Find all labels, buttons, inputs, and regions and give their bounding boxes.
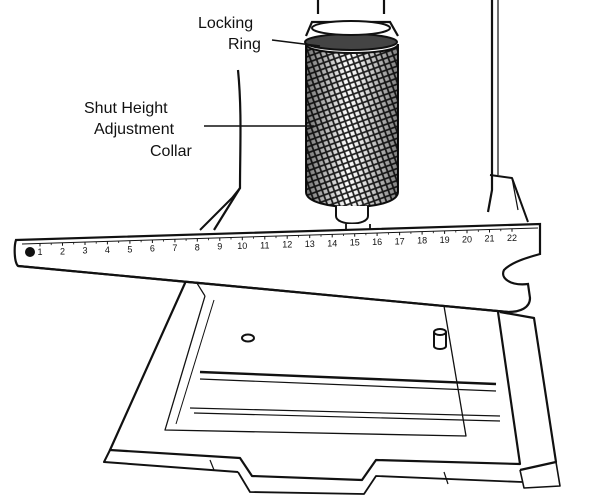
- press-frame: [213, 0, 499, 231]
- ruler-number: 16: [372, 237, 382, 247]
- label-line: Locking: [198, 15, 253, 32]
- label-line: Ring: [228, 36, 261, 53]
- ruler-number: 20: [462, 234, 472, 244]
- ruler-number: 22: [507, 233, 517, 243]
- adjustment-collar: [305, 43, 399, 251]
- leader-lines: [204, 39, 321, 127]
- base-plate: [103, 174, 561, 495]
- ruler-number: 13: [305, 239, 315, 249]
- ruler-number: 10: [237, 241, 247, 251]
- ruler-number: 5: [127, 244, 132, 254]
- label-locking-ring: Locking Ring: [198, 15, 261, 53]
- ruler-number: 18: [417, 236, 427, 246]
- label-line: Shut Height: [84, 100, 168, 117]
- ruler-number: 19: [440, 235, 450, 245]
- ruler-number: 3: [82, 246, 87, 256]
- locking-ring: [304, 20, 399, 51]
- shut-height-gauge: [13, 222, 542, 314]
- ruler-number: 9: [217, 242, 222, 252]
- ruler-number: 14: [327, 238, 337, 248]
- ruler-number: 12: [282, 240, 292, 250]
- label-line: Adjustment: [94, 121, 175, 138]
- ruler-number: 21: [484, 234, 494, 244]
- ruler-number: 15: [350, 238, 360, 248]
- ruler-ticks: [39, 228, 513, 247]
- label-line: Collar: [150, 143, 192, 160]
- ruler-number: 4: [105, 245, 110, 255]
- ruler-number: 6: [150, 244, 155, 254]
- label-collar: Shut Height Adjustment Collar: [84, 100, 192, 160]
- ruler-number: 8: [195, 242, 200, 252]
- ruler-number: 7: [172, 243, 177, 253]
- ruler-number: 1: [37, 247, 42, 257]
- locking-ring-leader: [271, 39, 321, 47]
- ruler-number: 11: [260, 240, 269, 250]
- ruler-number: 17: [395, 236, 405, 246]
- ruler-number: 2: [60, 246, 65, 256]
